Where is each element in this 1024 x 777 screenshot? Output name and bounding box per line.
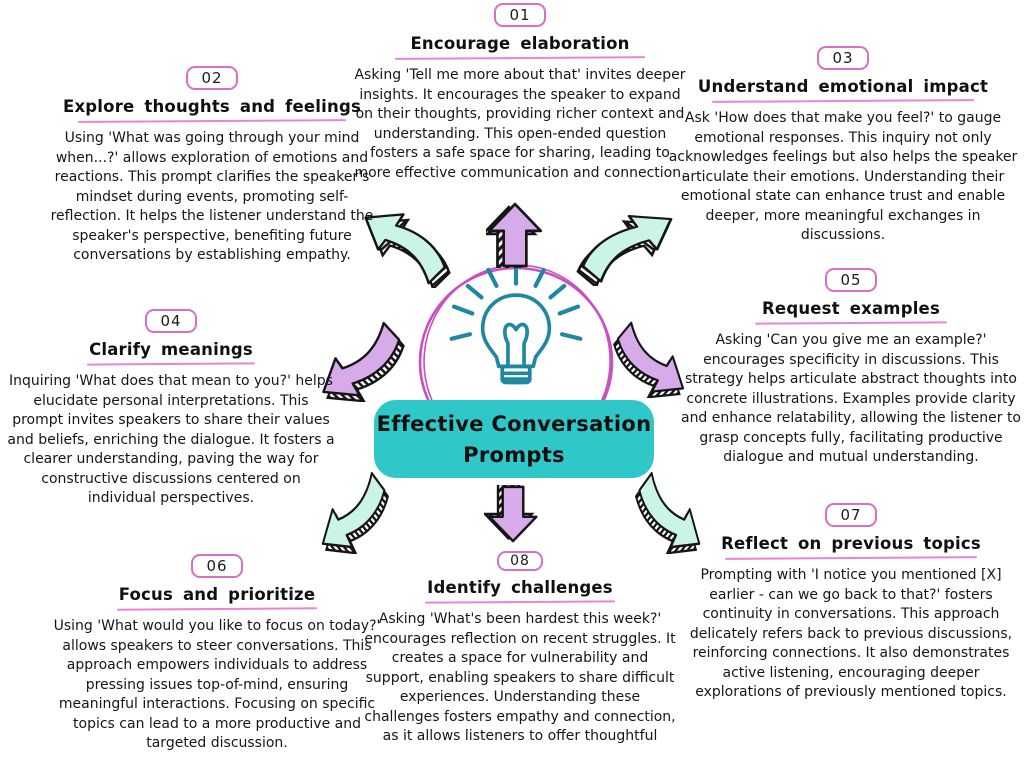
section-number-badge: 07 xyxy=(825,503,877,527)
section-03-understand-emotional-impact: 03 Understand emotional impact Ask 'How … xyxy=(666,46,1020,246)
section-body: Asking 'Tell me more about that' invites… xyxy=(354,67,686,181)
section-04-clarify-meanings: 04 Clarify meanings Inquiring 'What does… xyxy=(6,309,336,509)
lightbulb-icon xyxy=(449,263,583,385)
section-02-explore-thoughts-and-feelings: 02 Explore thoughts and feelings Using '… xyxy=(46,66,378,266)
section-body: Prompting with 'I notice you mentioned [… xyxy=(689,567,1013,700)
hub-title-box: Effective Conversation Prompts xyxy=(374,400,654,478)
section-title: Identify challenges xyxy=(427,578,613,597)
title-underline xyxy=(754,321,948,325)
title-underline xyxy=(77,119,347,123)
section-01-encourage-elaboration: 01 Encourage elaboration Asking 'Tell me… xyxy=(352,3,688,183)
section-title: Explore thoughts and feelings xyxy=(62,97,361,116)
section-body: Using 'What was going through your mind … xyxy=(50,130,374,263)
section-title: Focus and prioritize xyxy=(118,585,316,604)
mid-right-curved-arrow-icon xyxy=(613,321,685,398)
section-body: Using 'What would you like to focus on t… xyxy=(53,618,381,751)
title-underline xyxy=(86,362,256,366)
down-arrow-icon xyxy=(484,485,538,543)
section-title: Reflect on previous topics xyxy=(721,534,981,553)
section-title: Clarify meanings xyxy=(89,340,253,359)
section-05-request-examples: 05 Request examples Asking 'Can you give… xyxy=(678,268,1024,468)
section-number-badge: 04 xyxy=(145,309,197,333)
up-arrow-icon xyxy=(486,202,543,268)
section-title: Encourage elaboration xyxy=(410,34,630,53)
title-underline xyxy=(711,99,975,103)
title-underline xyxy=(394,56,646,60)
hub-title-line1: Effective Conversation xyxy=(376,411,652,436)
section-number-badge: 02 xyxy=(186,66,238,90)
title-underline xyxy=(724,556,978,560)
section-number-badge: 08 xyxy=(497,551,543,571)
section-title: Request examples xyxy=(762,299,940,318)
title-underline xyxy=(424,600,616,604)
section-body: Ask 'How does that make you feel?' to ga… xyxy=(668,110,1018,243)
section-number-badge: 01 xyxy=(494,3,546,27)
section-title: Understand emotional impact xyxy=(697,77,989,96)
section-body: Asking 'Can you give me an example?' enc… xyxy=(680,332,1021,465)
section-number-badge: 06 xyxy=(191,554,243,578)
section-number-badge: 05 xyxy=(825,268,877,292)
section-number-badge: 03 xyxy=(817,46,869,70)
section-body: Inquiring 'What does that mean to you?' … xyxy=(7,373,335,506)
section-08-identify-challenges: 08 Identify challenges Asking 'What's be… xyxy=(364,550,676,747)
upper-right-curved-arrow-icon xyxy=(576,214,673,286)
title-underline xyxy=(116,607,318,611)
section-body: Asking 'What's been hardest this week?' … xyxy=(364,611,676,744)
section-06-focus-and-prioritize: 06 Focus and prioritize Using 'What woul… xyxy=(45,554,389,754)
hub-title-line2: Prompts xyxy=(463,442,565,467)
section-07-reflect-on-previous-topics: 07 Reflect on previous topics Prompting … xyxy=(678,503,1024,703)
